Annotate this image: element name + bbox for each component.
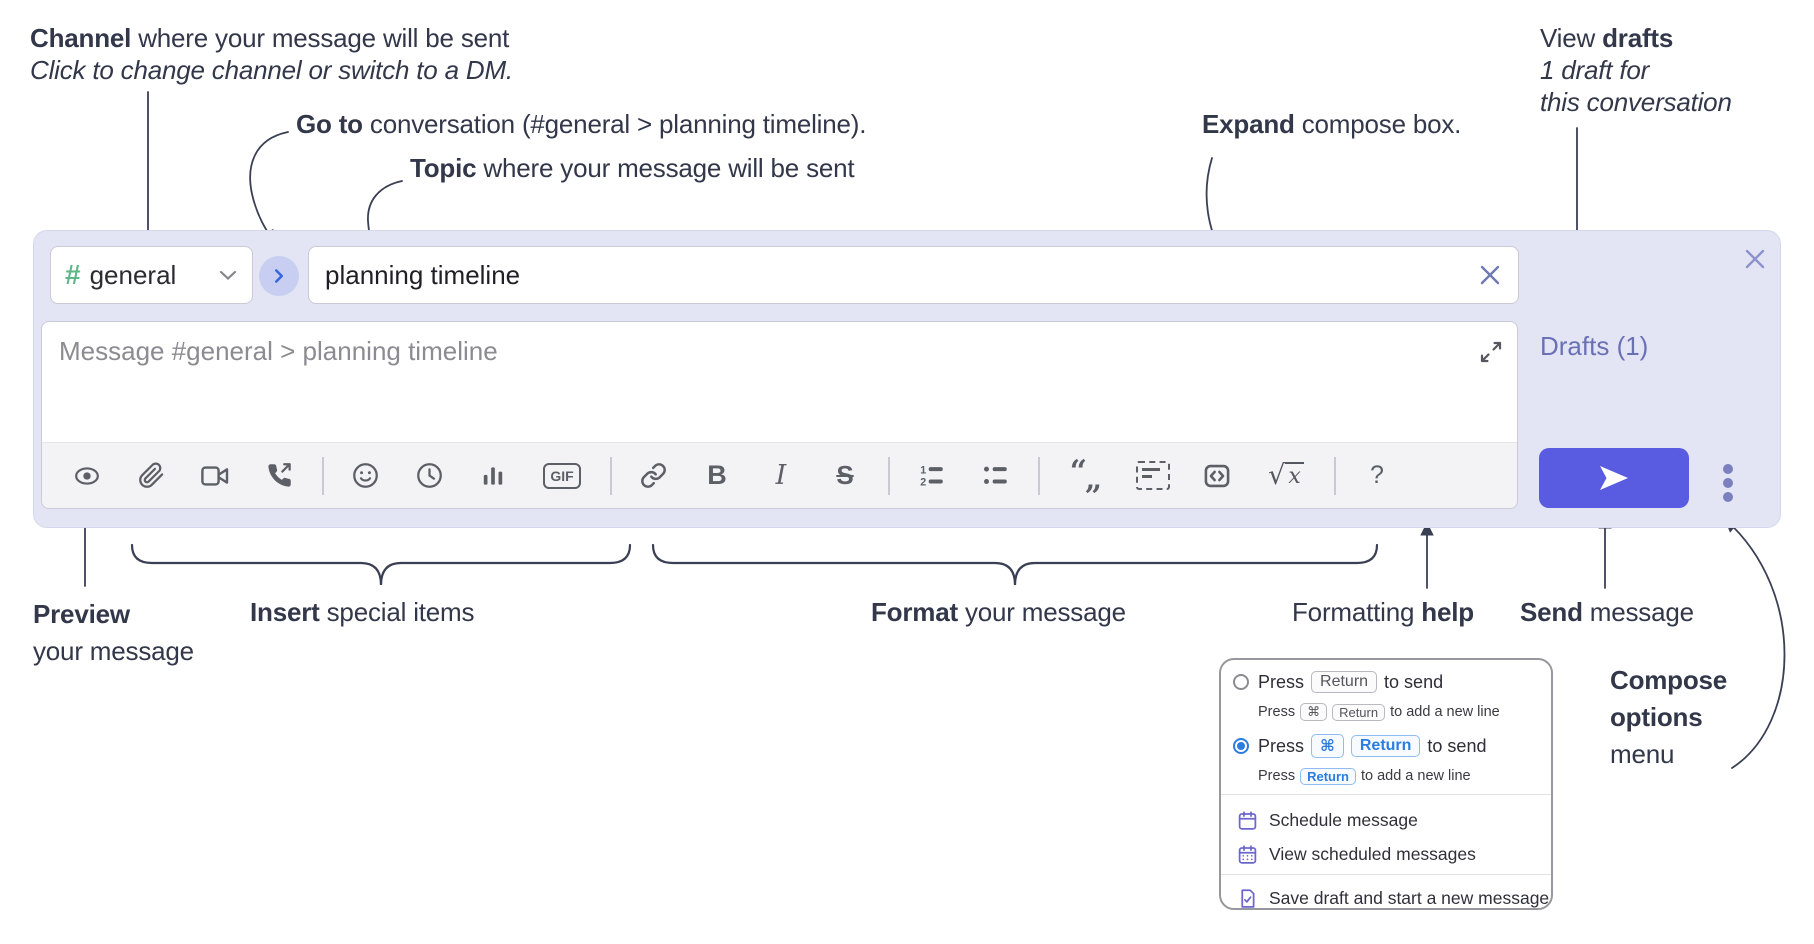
formatting-help-note: Formatting help xyxy=(1292,597,1474,627)
chevron-right-icon xyxy=(274,269,284,283)
channel-selector[interactable]: # general xyxy=(50,246,253,304)
compose-options-arrow xyxy=(1724,518,1786,769)
channel-note: Channel where your message will be sent … xyxy=(30,23,513,85)
svg-text:2: 2 xyxy=(920,477,926,489)
compose-options-note: Compose options menu xyxy=(1610,665,1728,769)
save-draft-item[interactable]: Save draft and start a new message xyxy=(1221,884,1551,912)
quote-icon[interactable]: “„ xyxy=(1069,454,1103,497)
send-plane-icon xyxy=(1600,466,1628,490)
go-to-conversation-button[interactable] xyxy=(259,256,299,296)
radio-selected-icon[interactable] xyxy=(1233,738,1249,754)
topic-clear-icon[interactable] xyxy=(1477,262,1503,288)
expand-note: Expand compose box. xyxy=(1202,109,1462,139)
video-call-icon[interactable] xyxy=(194,455,236,497)
send-button[interactable] xyxy=(1539,448,1689,508)
math-icon[interactable]: √x xyxy=(1260,455,1312,497)
emoji-icon[interactable] xyxy=(344,455,386,497)
poll-icon[interactable] xyxy=(472,455,514,497)
italic-icon[interactable]: I xyxy=(775,460,787,491)
toolbar-divider xyxy=(888,456,890,495)
send-option-return[interactable]: Press Return to send xyxy=(1221,669,1551,695)
insert-brace xyxy=(130,543,632,586)
format-note: Format your message xyxy=(871,597,1126,627)
insert-note: Insert special items xyxy=(250,597,475,627)
draft-document-icon xyxy=(1237,888,1258,909)
close-icon[interactable] xyxy=(1741,245,1769,273)
expand-compose-icon[interactable] xyxy=(1477,338,1505,366)
calendar-icon xyxy=(1237,810,1258,831)
message-compose-area: GIF B I S 12 “„ xyxy=(41,321,1518,509)
voice-call-icon[interactable] xyxy=(258,455,300,497)
topic-input[interactable] xyxy=(308,246,1519,304)
compose-options-popup: Press Return to send Press ⌘ Return to a… xyxy=(1219,658,1553,910)
channel-hash-icon: # xyxy=(65,259,81,290)
message-input[interactable] xyxy=(42,322,1517,442)
send-note: Send message xyxy=(1520,597,1694,627)
toolbar-divider xyxy=(1038,456,1040,495)
bold-icon[interactable]: B xyxy=(707,460,727,490)
goto-arrow xyxy=(249,131,289,244)
bulleted-list-icon[interactable] xyxy=(974,455,1016,497)
toolbar-divider xyxy=(610,456,612,495)
compose-options-icon[interactable] xyxy=(1721,464,1735,502)
chevron-down-icon xyxy=(218,269,238,281)
compose-box: # general xyxy=(33,230,1781,528)
toolbar-divider xyxy=(322,456,324,495)
spoiler-icon[interactable] xyxy=(1132,455,1174,497)
eye-icon[interactable] xyxy=(66,455,108,497)
format-brace xyxy=(651,543,1379,586)
calendar-grid-icon xyxy=(1237,844,1258,865)
channel-name: general xyxy=(89,259,177,290)
send-option-cmd-return[interactable]: Press ⌘ Return to send xyxy=(1221,733,1551,759)
code-icon[interactable] xyxy=(1196,455,1238,497)
view-drafts-note: View drafts 1 draft for this conversatio… xyxy=(1540,23,1732,117)
help-icon[interactable]: ? xyxy=(1370,461,1384,489)
view-scheduled-messages-item[interactable]: View scheduled messages xyxy=(1221,840,1551,868)
popup-divider xyxy=(1221,794,1551,795)
radio-unselected-icon[interactable] xyxy=(1233,674,1249,690)
preview-note: Preview your message xyxy=(33,599,194,666)
goto-note: Go to conversation (#general > planning … xyxy=(296,109,867,139)
time-icon[interactable] xyxy=(408,455,450,497)
popup-divider xyxy=(1221,874,1551,875)
topic-note: Topic where your message will be sent xyxy=(410,153,855,183)
attach-icon[interactable] xyxy=(130,455,172,497)
strikethrough-icon[interactable]: S xyxy=(836,460,854,490)
link-icon[interactable] xyxy=(632,455,674,497)
gif-icon[interactable]: GIF xyxy=(536,455,588,497)
drafts-link[interactable]: Drafts (1) xyxy=(1540,331,1649,361)
toolbar-divider xyxy=(1334,456,1336,495)
schedule-message-item[interactable]: Schedule message xyxy=(1221,806,1551,834)
svg-text:1: 1 xyxy=(920,464,926,476)
